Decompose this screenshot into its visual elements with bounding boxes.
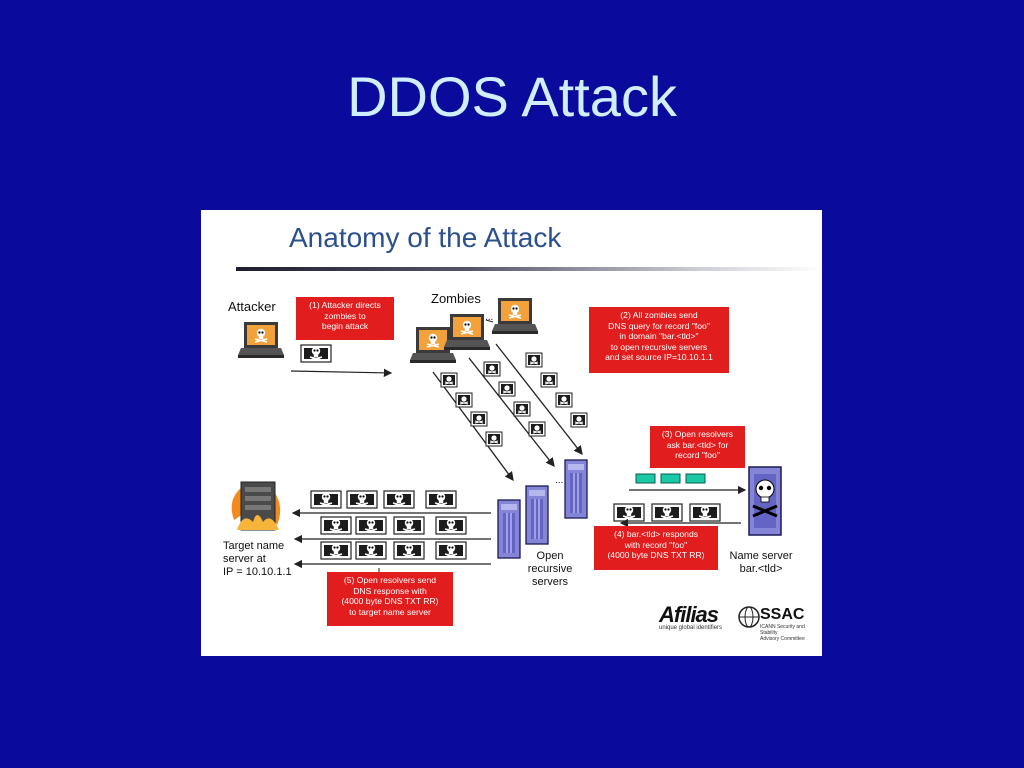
target-label: Target name server at IP = 10.10.1.1 [223,540,292,578]
diagram-artwork [231,210,782,572]
attacker-label: Attacker [228,299,276,314]
step-2-callout: (2) All zombies send DNS query for recor… [589,307,729,373]
globe-icon [738,606,760,628]
query-packets-stream-3 [525,352,588,428]
query-packets-stream-2 [483,361,546,437]
zombies-ellipsis: ... [485,312,494,323]
diagram-title: Anatomy of the Attack [289,222,562,253]
command-packet [301,345,331,362]
zombie-laptop-3 [492,298,538,334]
attack-diagram: Anatomy of the Attack [201,210,822,656]
step-4-callout: (4) bar.<tld> responds with record "foo"… [594,526,718,570]
response-flood-row-1 [291,491,491,518]
open-resolvers-label: Open recursive servers [527,550,573,588]
attacker-laptop [238,322,284,358]
open-resolver-1 [497,499,521,559]
name-server-label: Name server bar.<tld> [729,550,793,575]
query-packets-stream-1 [440,372,503,447]
resolvers-ellipsis: ... [555,475,564,486]
zombies-label: Zombies [431,291,481,306]
zombie-laptop-2 [444,314,490,350]
response-packet [652,504,682,521]
slide-title: DDOS Attack [347,65,677,128]
afilias-logo: Afilias unique global identifiers [659,602,723,631]
response-packet [690,504,720,521]
open-resolver-2 [525,485,549,545]
response-flood-row-2 [293,517,491,544]
response-flood-row-3 [293,542,491,569]
step-3-callout: (3) Open resolvers ask bar.<tld> for rec… [650,426,745,468]
step-5-callout: (5) Open resolvers send DNS response wit… [327,572,453,626]
response-packet [614,504,644,521]
step-1-callout: (1) Attacker directs zombies to begin at… [296,297,394,340]
name-server [748,466,782,536]
title-rule [236,267,822,271]
target-server [231,481,281,531]
open-resolver-3 [564,459,588,519]
